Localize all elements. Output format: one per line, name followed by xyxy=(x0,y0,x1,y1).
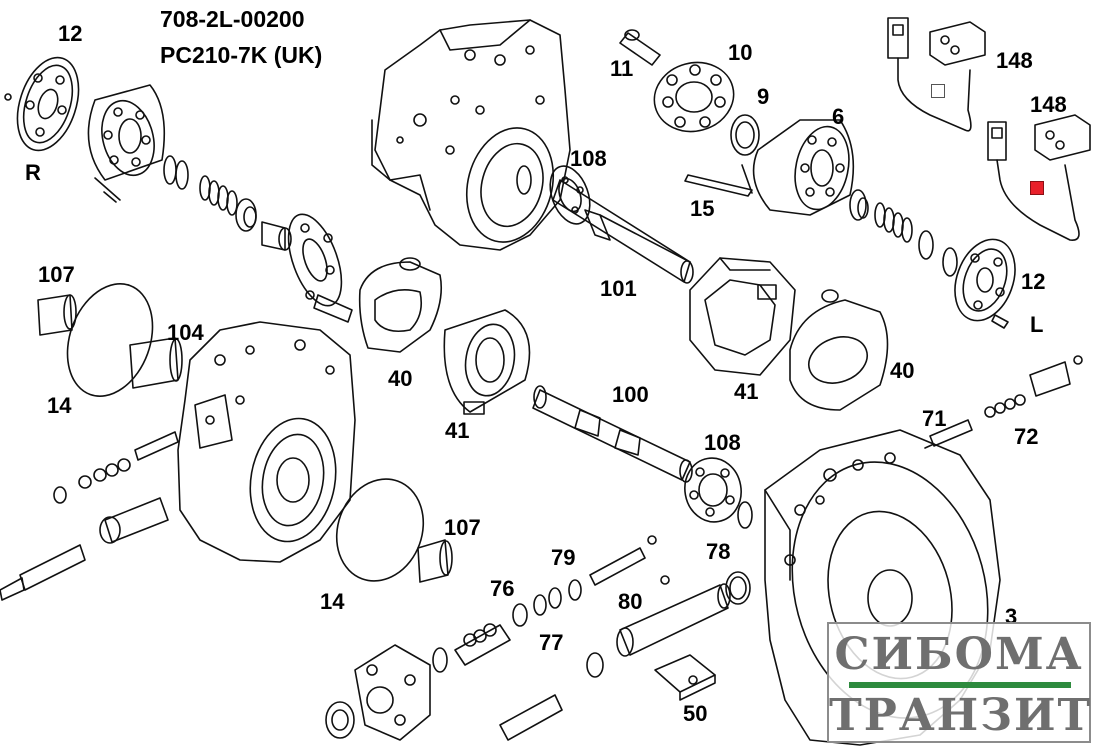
upper-pump-housing xyxy=(371,19,571,251)
model-heading: PC210-7K (UK) xyxy=(160,42,323,68)
bottom-cover xyxy=(325,644,604,741)
callout-41-right: 41 xyxy=(734,379,759,404)
callout-108-lower: 108 xyxy=(704,430,741,455)
part-101-shaft xyxy=(516,165,694,284)
part-10-plate xyxy=(653,61,735,133)
part-14-orings xyxy=(335,478,425,582)
callout-77: 77 xyxy=(539,630,564,655)
callout-76: 76 xyxy=(490,576,515,601)
callout-107-right: 107 xyxy=(444,515,481,540)
callout-12-left: 12 xyxy=(58,21,83,46)
part-50-block xyxy=(654,654,716,701)
parts-76-77-79 xyxy=(454,535,657,666)
callout-9: 9 xyxy=(757,84,770,109)
left-valve-assembly xyxy=(0,431,179,601)
part-40-saddle xyxy=(358,257,443,353)
part-6-cylinder xyxy=(752,119,855,216)
open-marker-square xyxy=(931,84,945,98)
left-swash-plate xyxy=(287,213,353,323)
callout-72: 72 xyxy=(1014,424,1039,449)
left-shaft-rings xyxy=(163,155,292,251)
part-108-lower-bearing xyxy=(684,457,753,529)
watermark-line-2: ТРАНЗИТ xyxy=(829,690,1093,741)
part-15-pin xyxy=(684,164,753,197)
callout-100: 100 xyxy=(612,382,649,407)
callout-10: 10 xyxy=(728,40,753,65)
callout-L: L xyxy=(1030,312,1044,337)
company-watermark-logo: СИБОМА ТРАНЗИТ xyxy=(827,622,1091,743)
callout-107-left: 107 xyxy=(38,262,75,287)
left-pump-housing xyxy=(177,321,356,563)
watermark-accent-bar xyxy=(849,682,1071,688)
watermark-line-1: СИБОМА xyxy=(834,629,1084,680)
part-100-shaft xyxy=(532,385,693,483)
callout-79: 79 xyxy=(551,545,576,570)
callout-80: 80 xyxy=(618,589,643,614)
callout-104: 104 xyxy=(167,320,204,345)
part-40-right xyxy=(789,289,889,411)
part-12-left-valve-plate xyxy=(4,56,80,152)
callout-12-right: 12 xyxy=(1021,269,1046,294)
part-107-104-left xyxy=(37,283,183,397)
callout-108-upper: 108 xyxy=(570,146,607,171)
callout-6: 6 xyxy=(832,104,845,129)
callout-50: 50 xyxy=(683,701,708,726)
part-number-heading: 708-2L-00200 xyxy=(160,6,305,32)
callout-41-left: 41 xyxy=(445,418,470,443)
part-11-pin xyxy=(619,29,661,66)
part-78-ring xyxy=(725,571,751,605)
part-80-spool xyxy=(616,575,731,657)
callout-78: 78 xyxy=(706,539,731,564)
right-shaft-rings xyxy=(849,189,958,277)
callout-11: 11 xyxy=(610,56,634,81)
callout-148-lower: 148 xyxy=(1030,92,1067,117)
part-12-right-valve-plate xyxy=(954,238,1016,329)
callout-14-right: 14 xyxy=(320,589,345,614)
callout-71: 71 xyxy=(922,406,947,431)
callout-148-upper: 148 xyxy=(996,48,1033,73)
part-41-right xyxy=(689,257,796,376)
callout-15: 15 xyxy=(690,196,715,221)
callout-14-left: 14 xyxy=(47,393,72,418)
part-148-sensors xyxy=(887,17,1091,241)
part-71-72-valve xyxy=(924,355,1083,449)
callout-40-right: 40 xyxy=(890,358,915,383)
left-cylinder-block xyxy=(87,84,166,203)
callout-R: R xyxy=(25,160,41,185)
callout-40-left: 40 xyxy=(388,366,413,391)
filled-marker-square xyxy=(1030,181,1044,195)
part-41-left xyxy=(443,309,531,415)
part-9-ring xyxy=(730,114,760,156)
part-107-right xyxy=(417,539,453,583)
callout-101: 101 xyxy=(600,276,637,301)
